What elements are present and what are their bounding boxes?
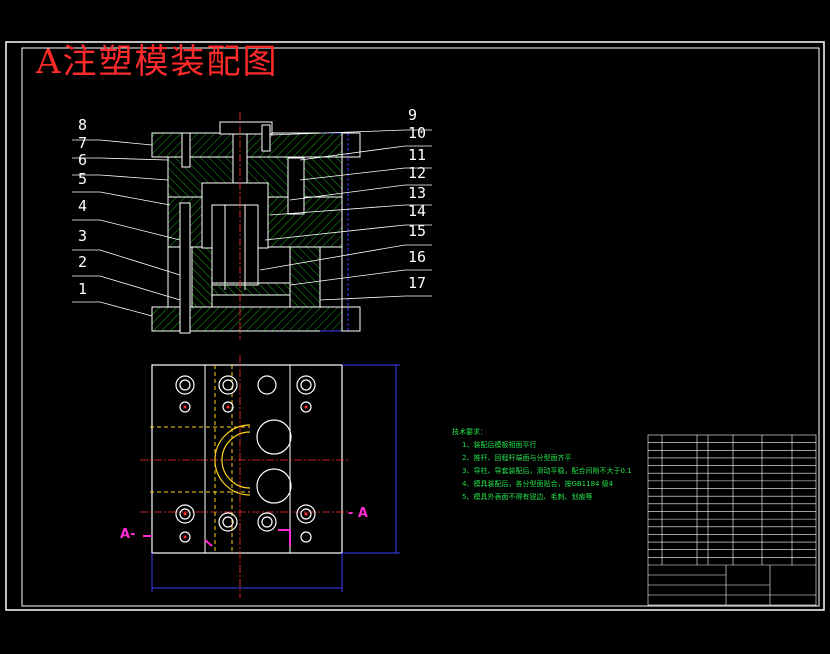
callout-11: 11 — [408, 146, 427, 164]
callout-1: 1 — [78, 280, 88, 298]
tech-req-item: 2、推杆、回程杆端面与分型面齐平 — [462, 454, 572, 462]
sheet-inner-border — [21, 47, 820, 607]
callout-3: 3 — [78, 227, 88, 245]
callout-16: 16 — [408, 248, 427, 266]
callout-7: 7 — [78, 134, 88, 152]
callout-leaders — [72, 129, 432, 317]
tech-req-item: 5、模具外表面不得有锐边、毛刺、划痕等 — [462, 493, 593, 501]
callout-8: 8 — [78, 116, 88, 134]
section-view — [151, 112, 361, 340]
callout-17: 17 — [408, 274, 427, 292]
sheet-outer-border — [5, 41, 825, 611]
callout-13: 13 — [408, 184, 427, 202]
callout-6: 6 — [78, 151, 88, 169]
callout-15: 15 — [408, 222, 427, 240]
tech-req-item: 3、导柱、导套装配后，滑动平稳，配合间隙不大于0.1 — [462, 467, 632, 475]
callout-9: 9 — [408, 106, 418, 124]
tech-req-item: 4、模具装配后，各分型面贴合，按GB1184 级4 — [462, 480, 614, 488]
callout-4: 4 — [78, 197, 88, 215]
tech-req-heading: 技术要求： — [452, 428, 487, 436]
callout-10: 10 — [408, 124, 427, 142]
section-mark-left: A- — [120, 527, 136, 542]
tech-req-item: 1、装配后模板相面平行 — [462, 441, 537, 449]
section-mark-right: - A — [348, 506, 368, 521]
plan-view — [140, 355, 400, 598]
callout-14: 14 — [408, 202, 427, 220]
callout-5: 5 — [78, 170, 88, 188]
callout-2: 2 — [78, 253, 88, 271]
drawing-title: A注塑模装配图 — [36, 42, 279, 82]
title-block — [647, 434, 817, 606]
technical-requirements: 技术要求： 1、装配后模板相面平行 2、推杆、回程杆端面与分型面齐平 3、导柱、… — [452, 426, 632, 504]
callout-12: 12 — [408, 164, 427, 182]
